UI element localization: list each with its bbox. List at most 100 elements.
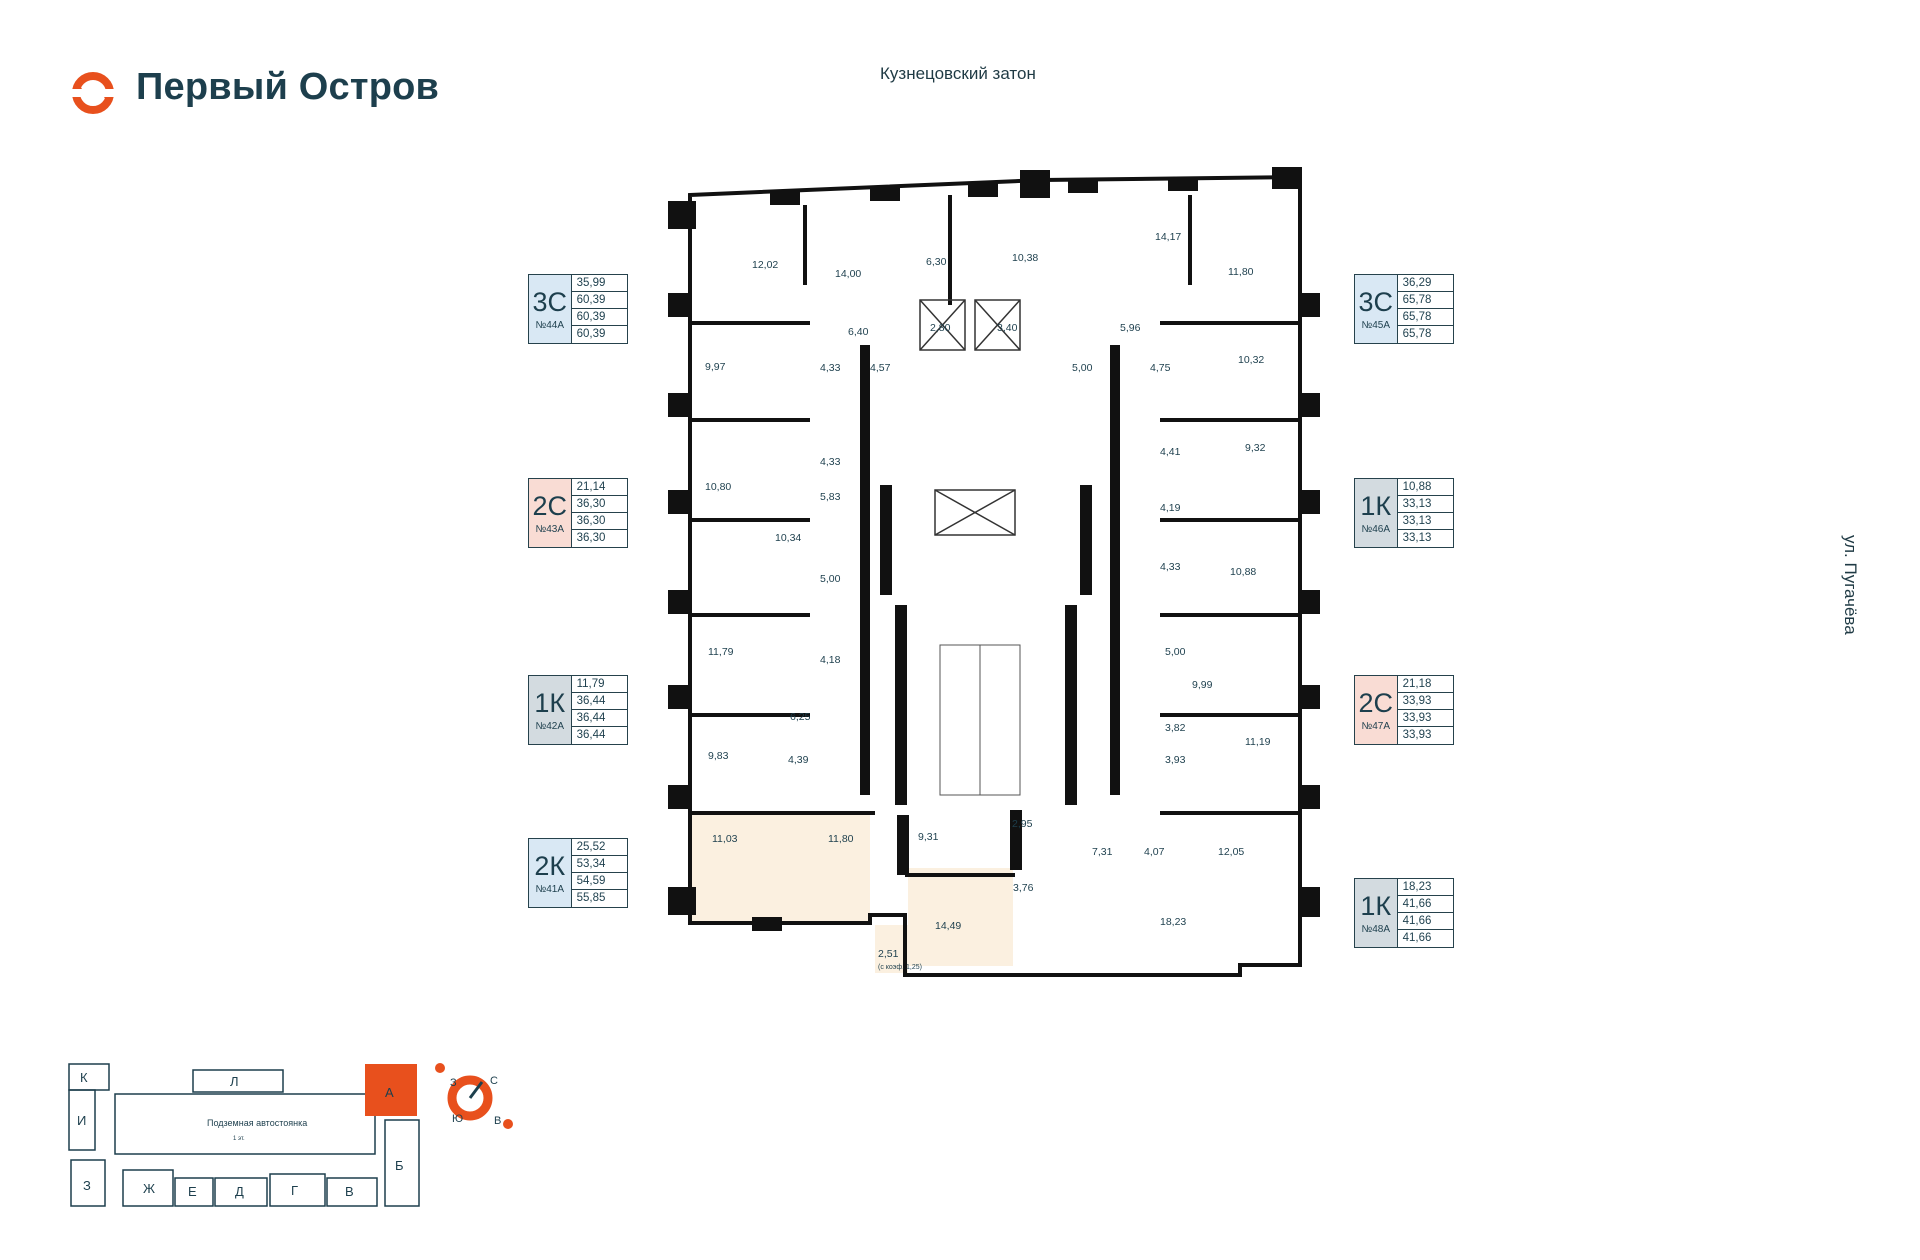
apartment-number: №47А: [1361, 720, 1391, 732]
section-b: Б: [395, 1158, 404, 1173]
section-l-outline: [192, 1069, 284, 1093]
area-value: 33,13: [1397, 496, 1453, 513]
room-area: 2,95: [1012, 818, 1033, 830]
apartment-number: №43А: [535, 523, 565, 535]
room-labels: 12,02 14,00 6,30 10,38 14,17 11,80 6,40 …: [705, 231, 1271, 971]
area-value: 41,66: [1402, 932, 1432, 944]
room-area: 18,23: [1160, 916, 1186, 928]
section-k: К: [80, 1070, 88, 1085]
apartment-type: 2С: [1358, 687, 1394, 718]
section-b-outline: [384, 1119, 420, 1207]
area-value: 41,66: [1397, 896, 1453, 913]
section-k-outline: [68, 1063, 110, 1091]
compass-east: В: [494, 1115, 501, 1127]
outer-walls: [688, 174, 1302, 977]
area-value: 36,44: [571, 693, 627, 710]
room-area: 4,33: [820, 456, 841, 468]
room-area: 4,33: [820, 362, 841, 374]
room-area: 10,32: [1238, 354, 1264, 366]
room-area: 3,76: [1013, 882, 1034, 894]
room-area: 2,51: [878, 948, 899, 960]
room-area: 11,03: [712, 833, 738, 845]
area-value: 35,99: [571, 275, 627, 292]
area-value: 21,14: [571, 479, 627, 496]
complex-key-map: К Л А И Подземная автостоянка 1 эт. З Ж …: [68, 1063, 420, 1207]
area-value: 60,39: [576, 328, 606, 340]
apartment-type: 3С: [1358, 286, 1394, 317]
section-g-outline: [269, 1173, 326, 1207]
room-area: 11,19: [1245, 736, 1271, 748]
highlighted-apartment-41: [690, 813, 870, 923]
area-value: 33,93: [1397, 710, 1453, 727]
room-area: 4,41: [1160, 446, 1181, 458]
room-area: 3,82: [1165, 722, 1186, 734]
highlighted-apartment-41-bedroom: [908, 868, 1013, 966]
section-a-highlight: [365, 1064, 417, 1116]
section-i: И: [77, 1113, 86, 1128]
apartment-number: №48А: [1361, 923, 1391, 935]
room-area: 4,33: [1160, 561, 1181, 573]
area-value: 36,44: [576, 729, 606, 741]
apartment-number: №42А: [535, 720, 565, 732]
area-value: 25,52: [571, 839, 627, 856]
compass-west: З: [450, 1077, 457, 1089]
area-value: 65,78: [1402, 328, 1432, 340]
room-area-note: (с коэф. 1,25): [878, 964, 922, 971]
room-area: 11,80: [1228, 266, 1254, 278]
room-area: 4,57: [870, 362, 891, 374]
room-area: 5,00: [820, 573, 841, 585]
area-value: 55,85: [576, 892, 606, 904]
room-area: 5,00: [1072, 362, 1093, 374]
apartment-type: 1К: [1360, 490, 1392, 521]
section-e-outline: [174, 1177, 214, 1207]
area-value: 11,79: [571, 676, 627, 693]
parking-label: Подземная автостоянка: [207, 1118, 307, 1128]
area-value: 18,23: [1397, 879, 1453, 896]
area-value: 65,78: [1397, 309, 1453, 326]
section-l: Л: [230, 1074, 239, 1089]
room-area: 11,80: [828, 833, 854, 845]
room-area: 10,38: [1012, 252, 1038, 264]
room-area: 4,39: [788, 754, 809, 766]
area-value: 36,29: [1397, 275, 1453, 292]
apartment-type: 2С: [532, 490, 568, 521]
room-area: 12,02: [752, 259, 778, 271]
section-z-outline: [70, 1159, 106, 1207]
apartment-number: №45А: [1361, 319, 1391, 331]
section-d: Д: [235, 1184, 244, 1199]
apartment-type: 1К: [1360, 890, 1392, 921]
area-value: 36,44: [571, 710, 627, 727]
room-area: 6,30: [926, 256, 947, 268]
room-area: 9,99: [1192, 679, 1213, 691]
area-value: 54,59: [571, 873, 627, 890]
apartment-number: №46А: [1361, 523, 1391, 535]
room-area: 11,79: [708, 646, 734, 658]
elevators: [919, 299, 1021, 536]
room-area: 5,83: [820, 491, 841, 503]
room-area: 4,75: [1150, 362, 1171, 374]
room-area: 9,32: [1245, 442, 1266, 454]
room-area: 10,80: [705, 481, 731, 493]
area-value: 33,93: [1397, 693, 1453, 710]
street-label-side: ул. Пугачёва: [1841, 535, 1860, 635]
compass-icon: З С Ю В: [435, 1063, 513, 1129]
core-walls: [860, 345, 1120, 805]
area-value: 65,78: [1397, 292, 1453, 309]
room-area: 9,83: [708, 750, 729, 762]
apartment-type: 2К: [534, 850, 566, 881]
parking-outline: [114, 1093, 376, 1155]
room-area: 4,18: [820, 654, 841, 666]
section-v: В: [345, 1184, 354, 1199]
room-area: 2,80: [930, 322, 951, 334]
room-area: 10,88: [1230, 566, 1256, 578]
area-value: 21,18: [1397, 676, 1453, 693]
room-area: 9,31: [918, 831, 939, 843]
